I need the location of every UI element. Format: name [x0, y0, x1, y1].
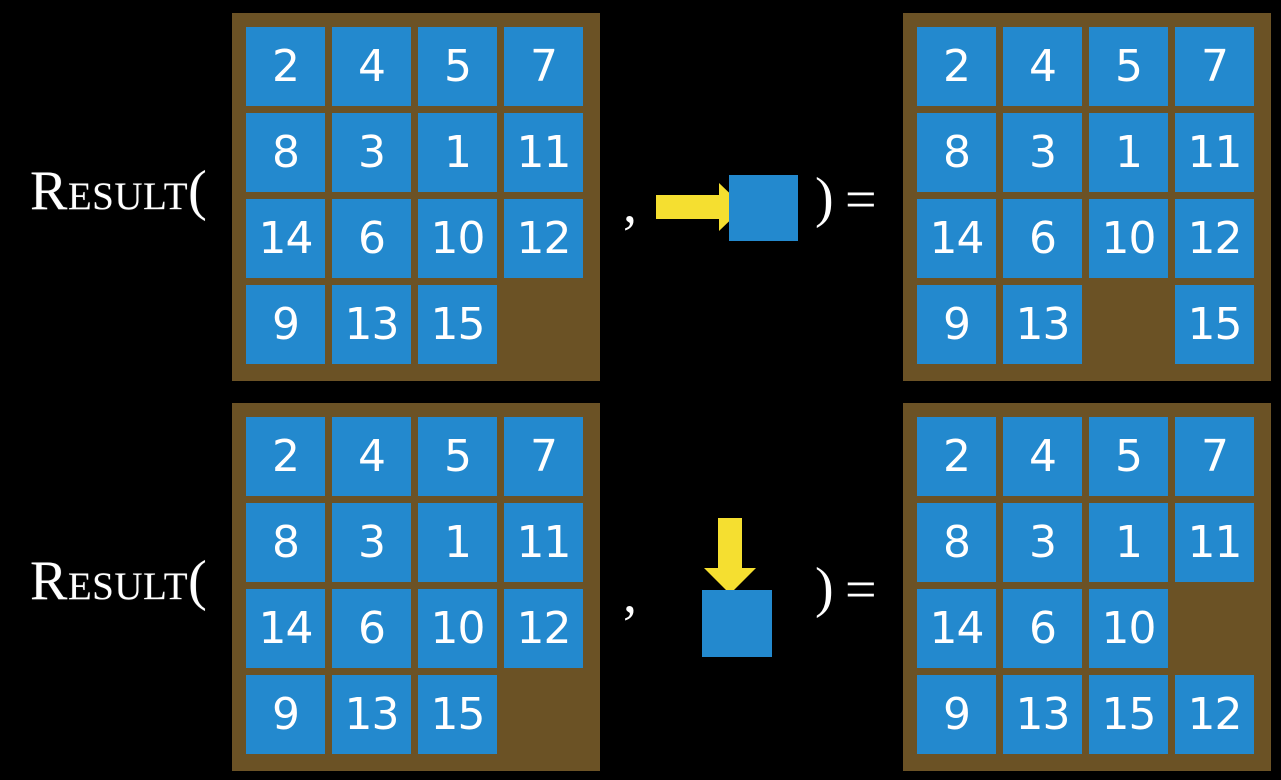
puzzle-tile[interactable]: 10: [1089, 199, 1168, 278]
puzzle-tile[interactable]: 7: [1175, 417, 1254, 496]
puzzle-tile[interactable]: 11: [504, 503, 583, 582]
puzzle-tile[interactable]: 4: [332, 27, 411, 106]
puzzle-tile[interactable]: 4: [332, 417, 411, 496]
blue-tile-icon-bottom: [702, 590, 772, 657]
puzzle-tile[interactable]: 2: [917, 27, 996, 106]
puzzle-tile[interactable]: 1: [418, 113, 497, 192]
puzzle-tile[interactable]: 3: [332, 113, 411, 192]
puzzle-blank-cell: [504, 285, 583, 364]
paren-close-bottom: ): [815, 557, 834, 619]
comma-separator-bottom: ,: [623, 563, 637, 625]
arrow-right-icon-shaft: [656, 195, 719, 219]
puzzle-tile[interactable]: 14: [917, 589, 996, 668]
puzzle-tile[interactable]: 14: [246, 589, 325, 668]
puzzle-tile[interactable]: 6: [332, 589, 411, 668]
puzzle-blank-cell: [1175, 589, 1254, 668]
puzzle-tile[interactable]: 12: [504, 589, 583, 668]
puzzle-blank-cell: [504, 675, 583, 754]
result-label-bottom: Result(: [30, 550, 208, 612]
puzzle-tile[interactable]: 13: [1003, 675, 1082, 754]
puzzle-tile[interactable]: 13: [332, 675, 411, 754]
arrow-down-icon-head: [704, 568, 756, 594]
puzzle-tile[interactable]: 2: [246, 417, 325, 496]
action-region-bottom: , ) =: [605, 390, 905, 780]
puzzle-tile[interactable]: 8: [917, 113, 996, 192]
puzzle-tile[interactable]: 8: [246, 503, 325, 582]
puzzle-tile[interactable]: 8: [246, 113, 325, 192]
puzzle-tile[interactable]: 3: [1003, 113, 1082, 192]
puzzle-blank-cell: [1089, 285, 1168, 364]
puzzle-tile[interactable]: 2: [246, 27, 325, 106]
puzzle-tile[interactable]: 4: [1003, 27, 1082, 106]
puzzle-tile[interactable]: 1: [1089, 113, 1168, 192]
puzzle-tile[interactable]: 13: [332, 285, 411, 364]
paren-close-top: ): [815, 167, 834, 229]
puzzle-tile[interactable]: 14: [246, 199, 325, 278]
puzzle-tile[interactable]: 9: [917, 675, 996, 754]
puzzle-tile[interactable]: 5: [1089, 417, 1168, 496]
comma-separator-top: ,: [623, 173, 637, 235]
puzzle-tile[interactable]: 11: [1175, 503, 1254, 582]
puzzle-tile[interactable]: 6: [1003, 199, 1082, 278]
result-label-top: Result(: [30, 160, 208, 222]
puzzle-tile[interactable]: 12: [504, 199, 583, 278]
puzzle-tile[interactable]: 9: [917, 285, 996, 364]
puzzle-tile[interactable]: 1: [1089, 503, 1168, 582]
equals-sign-bottom: =: [845, 559, 877, 621]
action-region-top: , ) =: [605, 0, 905, 390]
puzzle-tile[interactable]: 15: [1175, 285, 1254, 364]
puzzle-tile[interactable]: 8: [917, 503, 996, 582]
puzzle-tile[interactable]: 15: [418, 285, 497, 364]
puzzle-tile[interactable]: 13: [1003, 285, 1082, 364]
puzzle-tile[interactable]: 7: [504, 27, 583, 106]
puzzle-tile[interactable]: 10: [418, 199, 497, 278]
puzzle-tile[interactable]: 2: [917, 417, 996, 496]
puzzle-tile[interactable]: 6: [1003, 589, 1082, 668]
blue-tile-icon-top: [729, 175, 798, 241]
puzzle-tile[interactable]: 5: [418, 417, 497, 496]
puzzle-tile[interactable]: 15: [418, 675, 497, 754]
puzzle-tile[interactable]: 10: [1089, 589, 1168, 668]
puzzle-tile[interactable]: 6: [332, 199, 411, 278]
puzzle-tile[interactable]: 11: [504, 113, 583, 192]
puzzle-tile[interactable]: 4: [1003, 417, 1082, 496]
equals-sign-top: =: [845, 169, 877, 231]
puzzle-tile[interactable]: 14: [917, 199, 996, 278]
puzzle-tile[interactable]: 7: [504, 417, 583, 496]
puzzle-tile[interactable]: 9: [246, 675, 325, 754]
puzzle-tile[interactable]: 9: [246, 285, 325, 364]
puzzle-tile[interactable]: 3: [332, 503, 411, 582]
puzzle-tile[interactable]: 7: [1175, 27, 1254, 106]
puzzle-tile[interactable]: 11: [1175, 113, 1254, 192]
puzzle-tile[interactable]: 10: [418, 589, 497, 668]
puzzle-tile[interactable]: 5: [1089, 27, 1168, 106]
puzzle-tile[interactable]: 12: [1175, 199, 1254, 278]
puzzle-tile[interactable]: 5: [418, 27, 497, 106]
puzzle-tile[interactable]: 3: [1003, 503, 1082, 582]
puzzle-tile[interactable]: 15: [1089, 675, 1168, 754]
puzzle-tile[interactable]: 12: [1175, 675, 1254, 754]
puzzle-tile[interactable]: 1: [418, 503, 497, 582]
